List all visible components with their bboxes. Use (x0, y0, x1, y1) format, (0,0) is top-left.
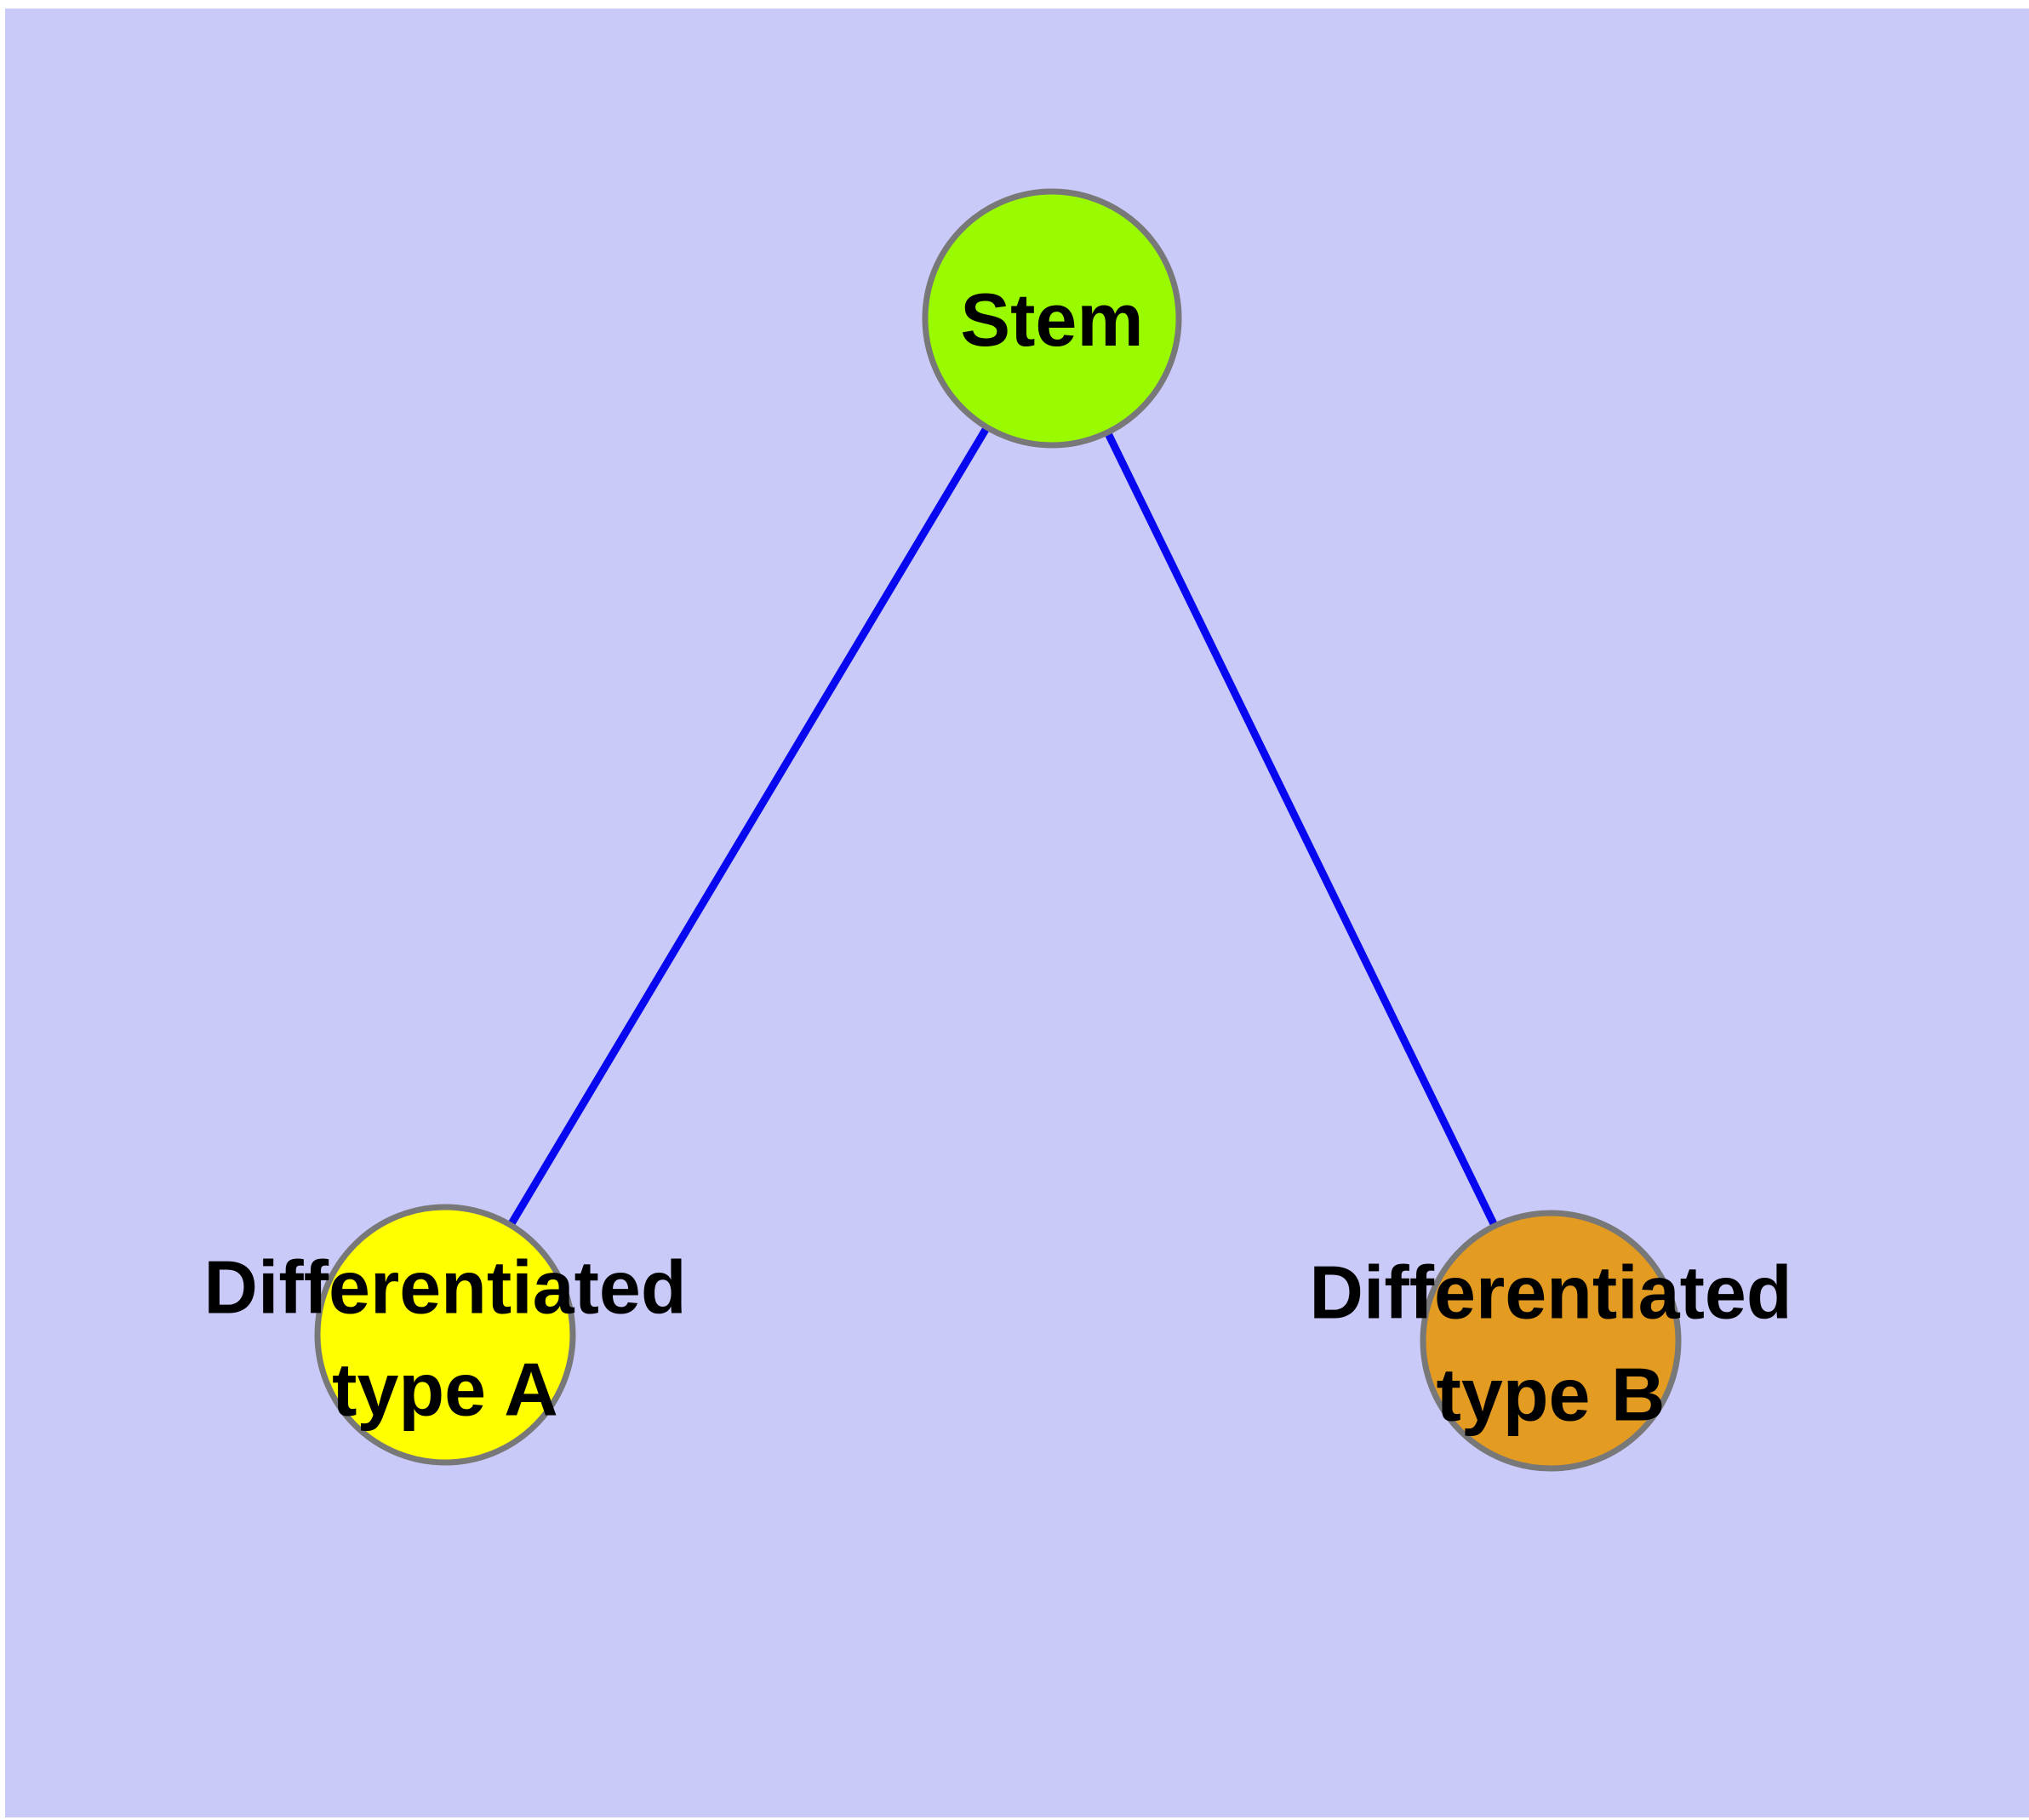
node-circle-type-b (1420, 1210, 1682, 1472)
edge-stem-to-type-b (1048, 317, 1555, 1342)
edge-stem-to-type-a (442, 316, 1055, 1337)
node-label-stem: Stem (960, 278, 1144, 363)
node-label-type-a: Differentiated type A (203, 1245, 687, 1431)
node-circle-type-a (314, 1204, 576, 1466)
node-circle-stem (922, 188, 1182, 449)
node-label-type-b: Differentiated type B (1309, 1250, 1792, 1436)
